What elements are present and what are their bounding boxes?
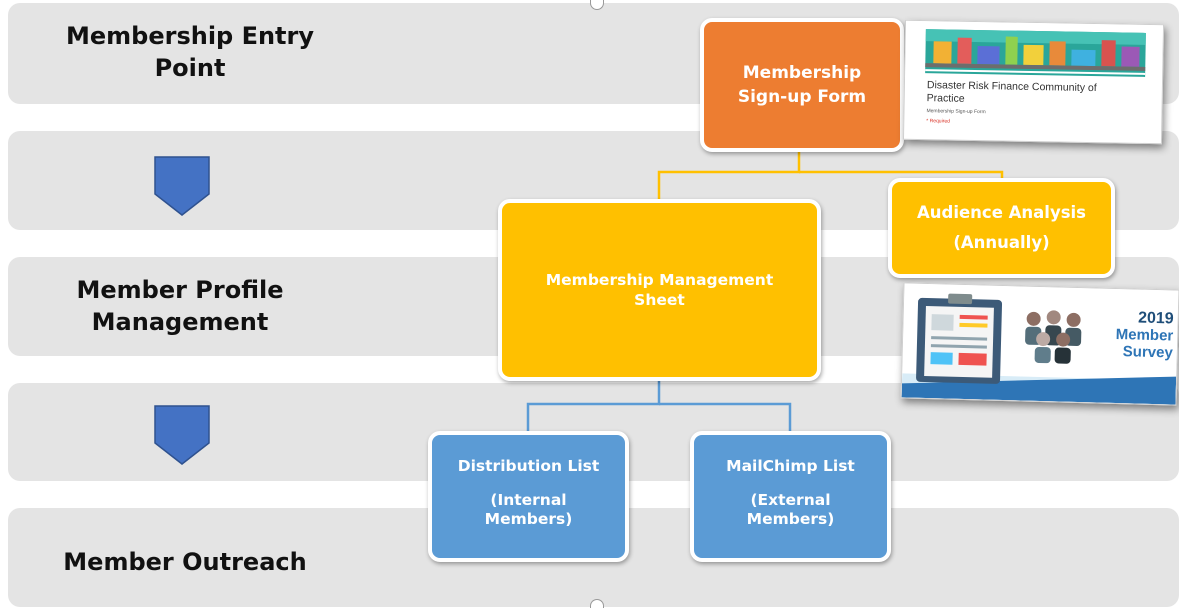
node-management-line2: Sheet bbox=[634, 291, 685, 309]
node-signup-line1: Membership bbox=[742, 63, 862, 83]
survey-year: 2019 bbox=[1137, 309, 1174, 328]
node-audience-line2: (Annually) bbox=[953, 233, 1050, 252]
form-thumbnail-subtitle: Membership Sign-up Form bbox=[926, 108, 986, 116]
connector-management-to-mailchimp bbox=[659, 402, 792, 432]
stage-label-outreach-line1: Member Outreach bbox=[63, 548, 307, 576]
signup-form-thumbnail: Disaster Risk Finance Community of Pract… bbox=[902, 19, 1165, 145]
people-icon bbox=[1025, 310, 1082, 364]
form-thumbnail-title-line2: Practice bbox=[926, 92, 965, 105]
node-management-line1: Membership Management bbox=[545, 271, 774, 289]
chevron-down-icon bbox=[154, 156, 210, 216]
node-membership-management-sheet: Membership Management Sheet bbox=[498, 199, 821, 381]
node-signup-line2: Sign-up Form bbox=[737, 87, 867, 107]
node-mailchimp-sub2: Members) bbox=[746, 510, 835, 528]
node-mailchimp-sub1: (External bbox=[750, 491, 831, 509]
node-audience-analysis: Audience Analysis (Annually) bbox=[888, 178, 1115, 278]
connector-management-to-lists bbox=[526, 380, 661, 432]
survey-title: 2019 Member Survey bbox=[1099, 309, 1174, 362]
chevron-down-icon-2 bbox=[154, 405, 210, 465]
node-distribution-title: Distribution List bbox=[457, 457, 600, 475]
bottom-handle bbox=[590, 599, 604, 608]
form-thumbnail-text: Disaster Risk Finance Community of Pract… bbox=[926, 79, 1157, 128]
top-handle bbox=[590, 0, 604, 10]
node-audience-line1: Audience Analysis bbox=[917, 203, 1086, 222]
connector-signup-to-management bbox=[657, 150, 801, 200]
survey-line2: Survey bbox=[1122, 343, 1174, 362]
member-survey-thumbnail: 2019 Member Survey bbox=[900, 282, 1179, 406]
stage-label-outreach: Member Outreach bbox=[40, 546, 330, 578]
survey-illustration bbox=[901, 283, 1179, 405]
stage-label-profile-line1: Member Profile bbox=[76, 276, 284, 304]
stage-label-profile-line2: Management bbox=[91, 308, 269, 336]
node-membership-signup-form: Membership Sign-up Form bbox=[700, 18, 904, 152]
blue-connectors bbox=[526, 380, 792, 432]
stage-label-entry-line2: Point bbox=[154, 54, 226, 82]
form-banner-image bbox=[905, 20, 1164, 84]
node-distribution-list: Distribution List (Internal Members) bbox=[428, 431, 629, 562]
stage-label-entry-line1: Membership Entry bbox=[65, 22, 315, 50]
stage-label-entry: Membership Entry Point bbox=[40, 20, 340, 84]
node-mailchimp-title: MailChimp List bbox=[726, 457, 855, 475]
node-distribution-sub1: (Internal bbox=[490, 491, 567, 509]
node-distribution-sub2: Members) bbox=[484, 510, 573, 528]
node-mailchimp-list: MailChimp List (External Members) bbox=[690, 431, 891, 562]
stage-label-profile: Member Profile Management bbox=[30, 274, 330, 338]
form-thumbnail-required: * Required bbox=[926, 118, 950, 125]
survey-line1: Member bbox=[1115, 325, 1174, 345]
